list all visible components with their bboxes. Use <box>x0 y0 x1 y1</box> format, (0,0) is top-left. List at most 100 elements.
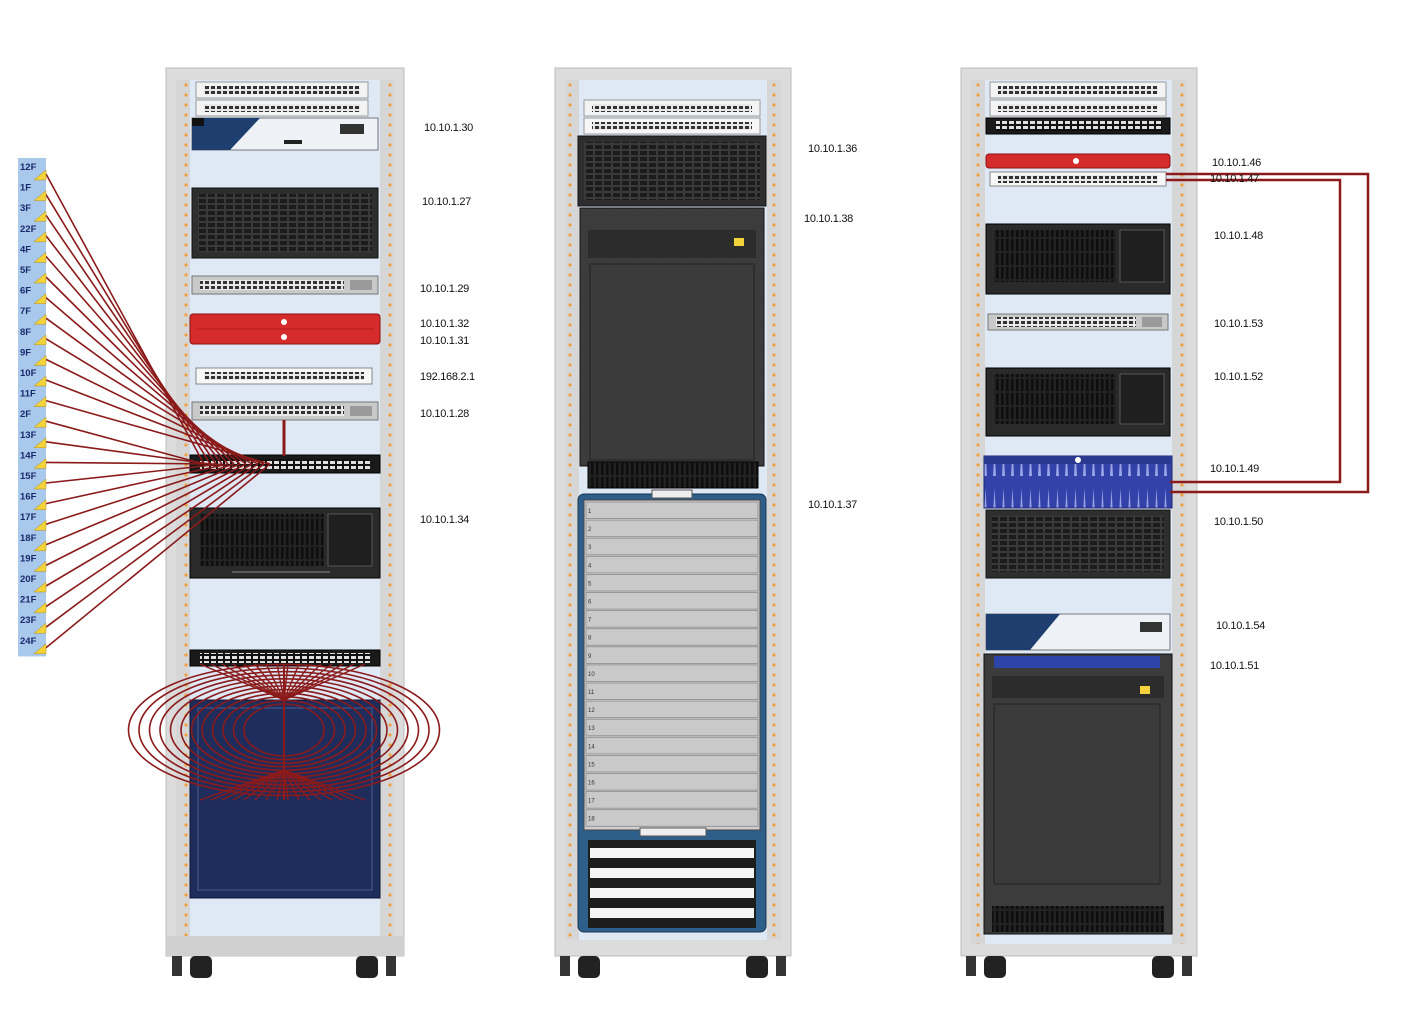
port-label: 5F <box>20 265 31 276</box>
patch-cable <box>45 358 259 465</box>
blade-slot-number: 7 <box>588 618 592 624</box>
port-connector <box>33 457 47 469</box>
fan-tray <box>587 461 759 489</box>
port-3f: 3F <box>20 203 47 222</box>
blade-slot-number: 12 <box>588 708 595 714</box>
patch-cable <box>45 463 265 628</box>
patch-cable <box>45 338 253 465</box>
port-label: 15F <box>20 471 37 482</box>
rack-rail-right <box>767 80 781 940</box>
patch-cable <box>45 463 223 484</box>
blade-slot-11: 11 <box>585 682 759 701</box>
patch-cable <box>45 214 217 465</box>
blade-slot-6: 6 <box>585 592 759 610</box>
blade-slot-13: 13 <box>585 718 759 737</box>
ip-label: 10.10.1.51 <box>1210 660 1259 672</box>
blade-slot-12: 12 <box>585 700 759 719</box>
rack-feet <box>172 956 396 978</box>
port-label: 22F <box>20 224 37 235</box>
ip-label: 10.10.1.37 <box>808 499 857 511</box>
blade-slot-3: 3 <box>585 537 759 556</box>
patch-cable <box>45 441 211 465</box>
port-connector <box>33 540 47 552</box>
port-15f: 15F <box>20 471 47 490</box>
port-label: 13F <box>20 430 37 441</box>
blade-slot-10: 10 <box>585 664 759 682</box>
port-label: 20F <box>20 574 37 585</box>
rack-rail-left <box>176 80 190 944</box>
server-4u-1 <box>985 223 1171 295</box>
patch-cable <box>45 379 265 465</box>
port-label: 10F <box>20 368 37 379</box>
port-11f: 11F <box>20 389 47 407</box>
port-label: 23F <box>20 615 37 626</box>
server-4u <box>189 507 381 579</box>
blade-slot-18: 18 <box>585 809 759 827</box>
rack-rail-right <box>1172 80 1186 944</box>
port-6f: 6F <box>20 286 47 304</box>
blade-slot-16: 16 <box>585 773 759 791</box>
patch-panel-white <box>989 171 1167 187</box>
patch-panel-top-1 <box>195 81 369 99</box>
rack-rail-right <box>380 80 394 944</box>
port-5f: 5F <box>20 265 47 284</box>
ip-label: 10.10.1.49 <box>1210 463 1259 475</box>
port-label: 19F <box>20 553 37 564</box>
port-label: 17F <box>20 512 37 523</box>
right-rack <box>960 67 1198 978</box>
patch-panel-white <box>195 367 373 385</box>
right-rack-cables <box>1166 172 1370 494</box>
patch-cable <box>45 420 205 465</box>
patch-cable-loops <box>127 663 441 801</box>
blade-slot-2: 2 <box>585 519 759 538</box>
port-connector <box>33 375 47 387</box>
blade-slot-number: 6 <box>588 600 592 606</box>
rack-base <box>166 936 404 956</box>
blade-slot-number: 4 <box>588 563 592 569</box>
patch-panel-top-2 <box>989 99 1167 117</box>
port-label: 4F <box>20 244 31 255</box>
port-label: 1F <box>20 183 31 194</box>
port-connector <box>33 354 47 366</box>
port-22f: 22F <box>20 224 47 243</box>
ip-label: 10.10.1.50 <box>1214 516 1263 528</box>
port-connector <box>33 334 47 346</box>
port-label: 21F <box>20 595 37 606</box>
blade-slot-number: 10 <box>588 672 595 678</box>
network-switch-1 <box>191 275 379 295</box>
patch-cable <box>45 461 217 465</box>
ip-label: 10.10.1.30 <box>424 122 473 134</box>
port-connector <box>33 622 47 634</box>
port-1f: 1F <box>20 183 47 201</box>
port-connector <box>33 416 47 428</box>
port-label: 2F <box>20 409 31 420</box>
ip-label: 10.10.1.29 <box>420 283 469 295</box>
port-label-strip: 12F1F3F22F4F5F6F7F8F9F10F11F2F13F14F15F1… <box>18 158 47 657</box>
firewall-red <box>189 313 381 345</box>
left-rack <box>127 67 441 978</box>
storage-array <box>577 135 767 207</box>
ip-label: 10.10.1.47 <box>1210 173 1259 185</box>
port-label: 7F <box>20 306 31 317</box>
ip-label: 10.10.1.53 <box>1214 318 1263 330</box>
patch-panel-top-1 <box>989 81 1167 99</box>
blade-slot-4: 4 <box>585 555 759 574</box>
ip-labels: 10.10.1.30 10.10.1.27 10.10.1.29 10.10.1… <box>420 122 1265 672</box>
rack-feet <box>560 956 786 978</box>
port-10f: 10F <box>20 368 47 387</box>
patch-cable <box>45 463 229 505</box>
port-label: 16F <box>20 492 37 503</box>
patch-panel-black <box>985 117 1171 135</box>
blade-slot-8: 8 <box>585 628 759 646</box>
blade-slot-14: 14 <box>585 736 759 755</box>
ip-label: 10.10.1.46 <box>1212 157 1261 169</box>
core-chassis <box>579 207 765 467</box>
port-connector <box>33 643 47 655</box>
ip-label: 10.10.1.54 <box>1216 620 1265 632</box>
blade-slot-number: 5 <box>588 581 592 587</box>
blade-slot-number: 2 <box>588 527 592 533</box>
blue-switch <box>983 455 1173 509</box>
firewall-red <box>985 153 1171 169</box>
port-label: 18F <box>20 533 37 544</box>
